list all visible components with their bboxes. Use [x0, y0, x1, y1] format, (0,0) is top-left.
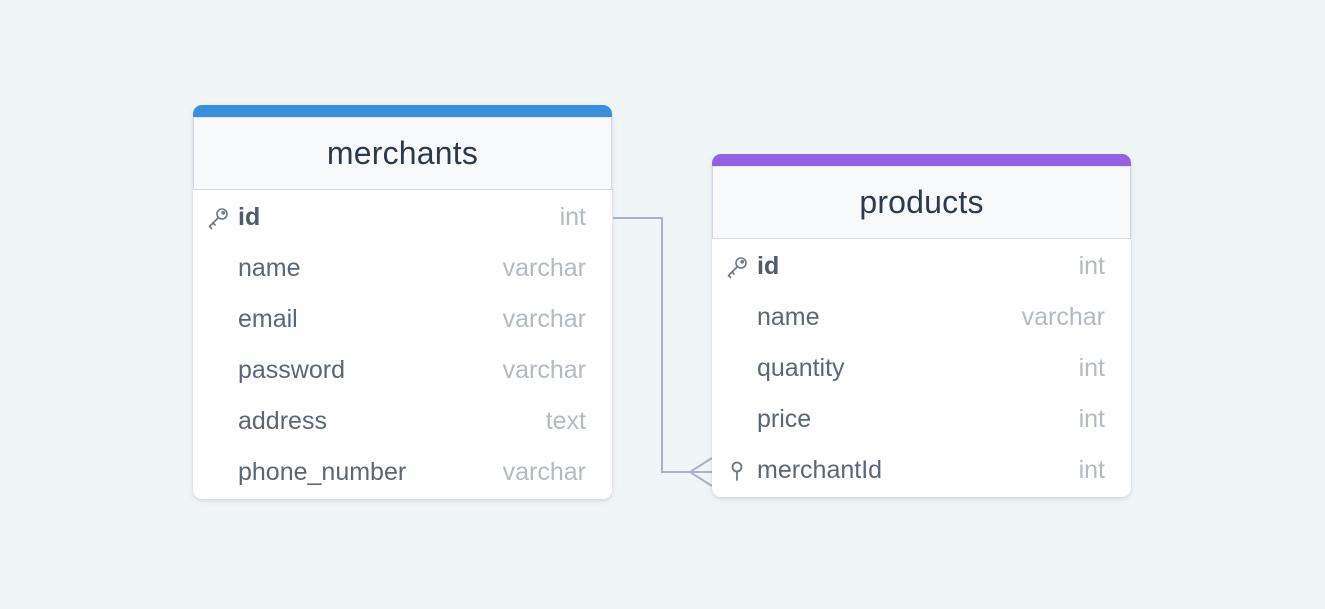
- column-row-price[interactable]: price int: [712, 394, 1131, 445]
- column-type: varchar: [502, 254, 586, 282]
- column-row-id[interactable]: id int: [193, 192, 612, 243]
- column-row-merchantid[interactable]: merchantId int: [712, 445, 1131, 496]
- key-icon: [725, 255, 749, 279]
- column-name: address: [238, 407, 327, 435]
- column-row-quantity[interactable]: quantity int: [712, 343, 1131, 394]
- column-row-password[interactable]: password varchar: [193, 345, 612, 396]
- column-name: merchantId: [757, 456, 883, 484]
- column-row-id[interactable]: id int: [712, 241, 1131, 292]
- column-name: id: [757, 252, 780, 280]
- table-header[interactable]: products: [712, 166, 1131, 239]
- column-type: int: [559, 203, 586, 231]
- table-title: products: [859, 184, 984, 220]
- table-header[interactable]: merchants: [193, 117, 612, 190]
- column-type: int: [1078, 252, 1105, 280]
- table-accent-bar: [712, 154, 1131, 166]
- column-type: varchar: [502, 356, 586, 384]
- table-products[interactable]: products id int name varchar: [712, 154, 1131, 497]
- column-type: int: [1078, 456, 1105, 484]
- table-merchants[interactable]: merchants id int name varchar: [193, 105, 612, 499]
- column-name: name: [757, 303, 820, 331]
- column-name: id: [238, 203, 261, 231]
- column-row-phone-number[interactable]: phone_number varchar: [193, 447, 612, 498]
- key-icon: [206, 206, 230, 230]
- crows-foot-many-marker: [688, 457, 713, 487]
- column-type: int: [1078, 405, 1105, 433]
- table-accent-bar: [193, 105, 612, 117]
- column-type: text: [545, 407, 586, 435]
- column-name: price: [757, 405, 812, 433]
- relationship-line: [613, 217, 712, 473]
- column-name: quantity: [757, 354, 845, 382]
- foreign-key-pin-icon: [725, 459, 749, 483]
- column-type: varchar: [1021, 303, 1105, 331]
- column-name: email: [238, 305, 298, 333]
- column-type: varchar: [502, 305, 586, 333]
- column-row-address[interactable]: address text: [193, 396, 612, 447]
- column-type: varchar: [502, 458, 586, 486]
- column-name: password: [238, 356, 345, 384]
- column-row-name[interactable]: name varchar: [193, 243, 612, 294]
- column-row-email[interactable]: email varchar: [193, 294, 612, 345]
- relationship-merchants-id-to-products-merchantId[interactable]: [613, 217, 713, 487]
- table-title: merchants: [326, 135, 479, 171]
- column-name: phone_number: [238, 458, 407, 486]
- column-row-name[interactable]: name varchar: [712, 292, 1131, 343]
- column-type: int: [1078, 354, 1105, 382]
- column-name: name: [238, 254, 301, 282]
